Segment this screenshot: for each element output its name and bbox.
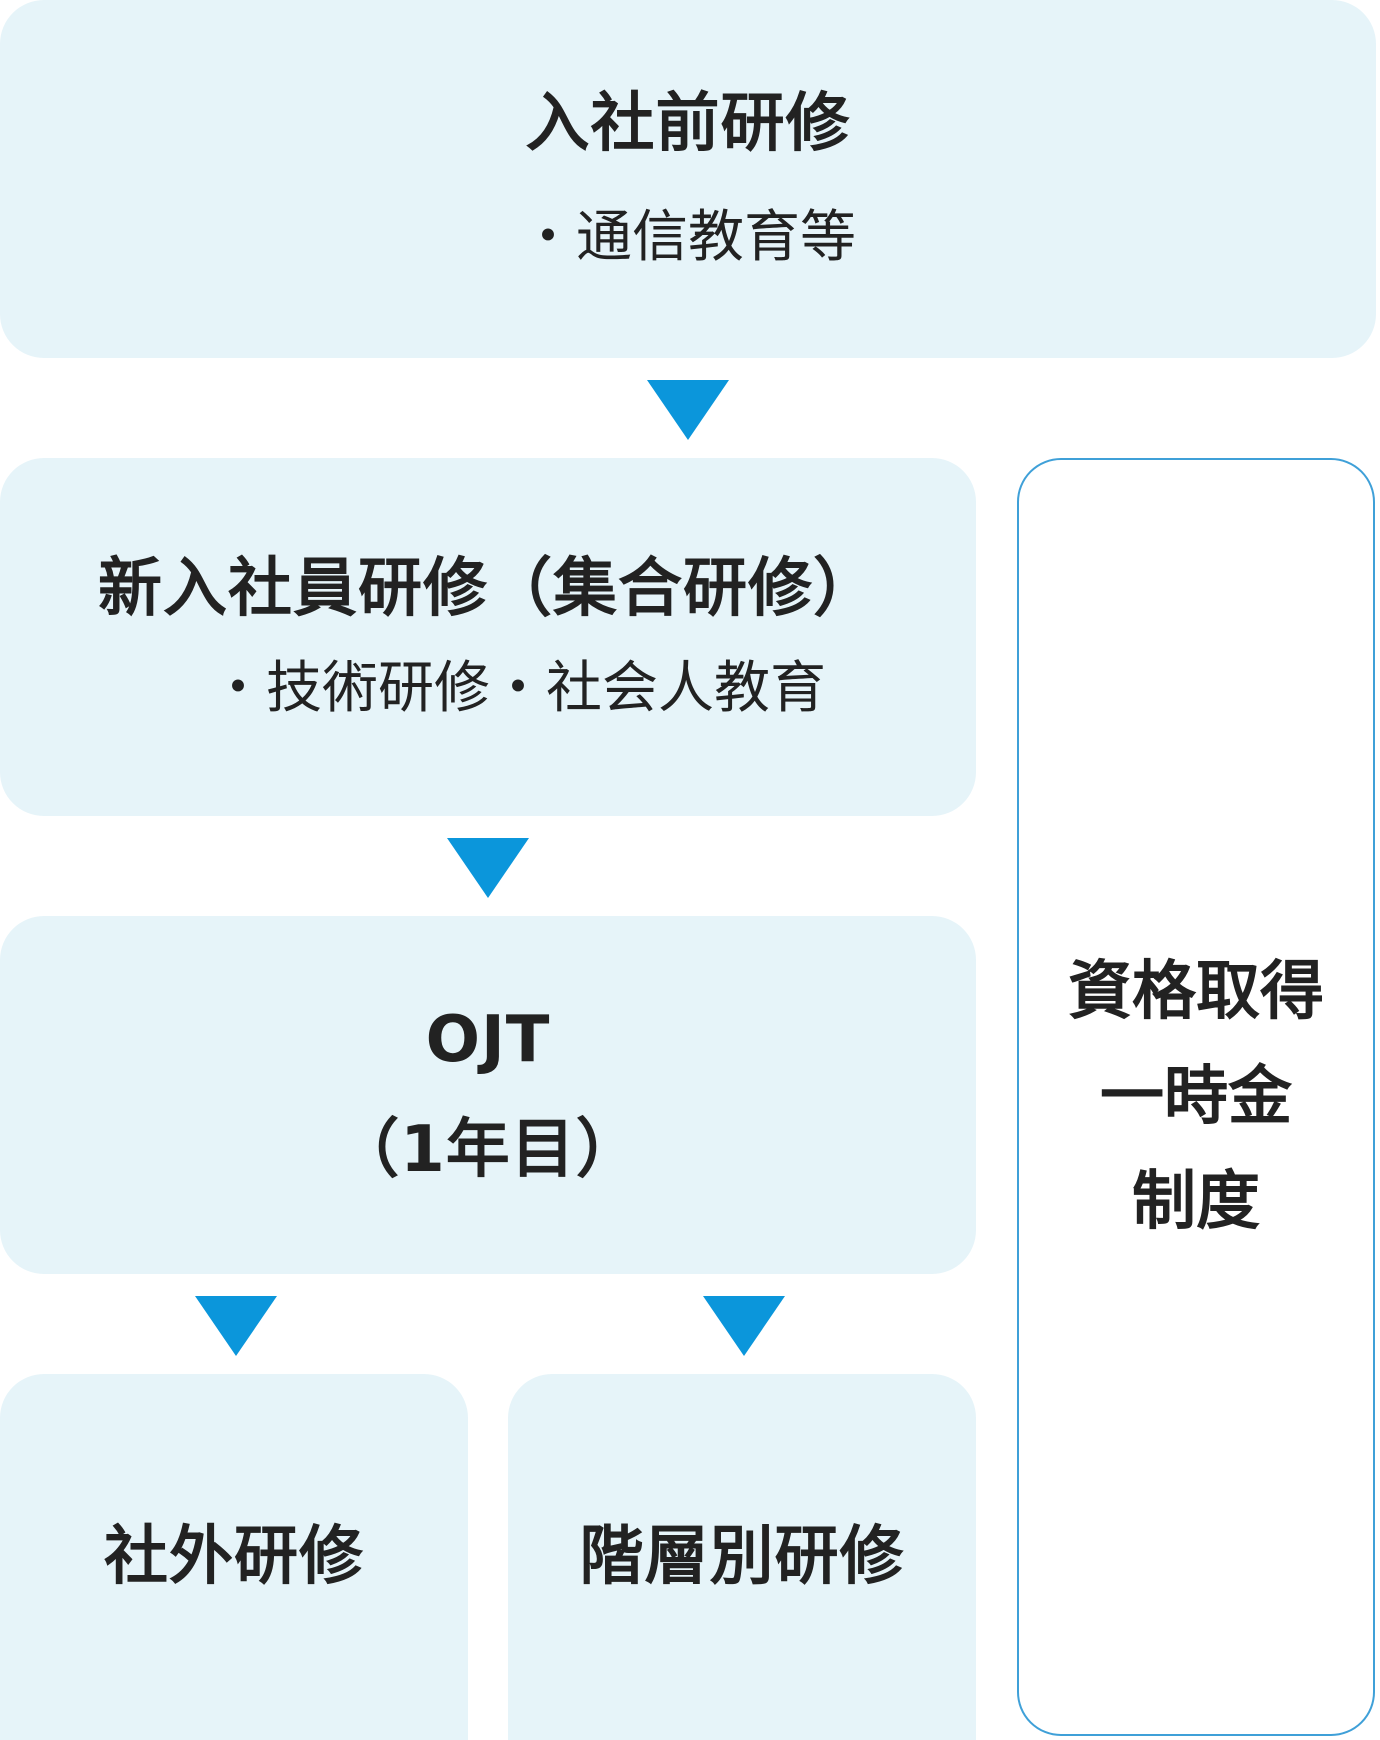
arrow-down-icon (447, 838, 529, 898)
certification-line-3: 制度 (1132, 1164, 1260, 1239)
external-training-box: 社外研修 (0, 1374, 468, 1740)
ojt-box: OJT （1年目） (0, 916, 976, 1274)
tiered-training-title: 階層別研修 (579, 1520, 905, 1594)
ojt-title: OJT (425, 1003, 551, 1077)
new-employee-training-detail: ・技術研修・社会人教育 (210, 655, 826, 721)
pre-entry-training-box: 入社前研修 ・通信教育等 (0, 0, 1376, 358)
tiered-training-box: 階層別研修 (508, 1374, 976, 1740)
ojt-period: （1年目） (335, 1113, 641, 1187)
pre-entry-training-title: 入社前研修 (525, 86, 851, 161)
arrow-down-icon (647, 380, 729, 440)
certification-line-1: 資格取得 (1068, 954, 1324, 1029)
arrow-down-icon (703, 1296, 785, 1356)
pre-entry-training-detail: ・通信教育等 (520, 204, 856, 270)
certification-line-2: 一時金 (1100, 1059, 1292, 1134)
new-employee-training-title: 新入社員研修（集合研修） (98, 551, 878, 626)
new-employee-training-box: 新入社員研修（集合研修） ・技術研修・社会人教育 (0, 458, 976, 816)
arrow-down-icon (195, 1296, 277, 1356)
certification-bonus-box: 資格取得 一時金 制度 (1017, 458, 1375, 1736)
external-training-title: 社外研修 (104, 1520, 364, 1594)
